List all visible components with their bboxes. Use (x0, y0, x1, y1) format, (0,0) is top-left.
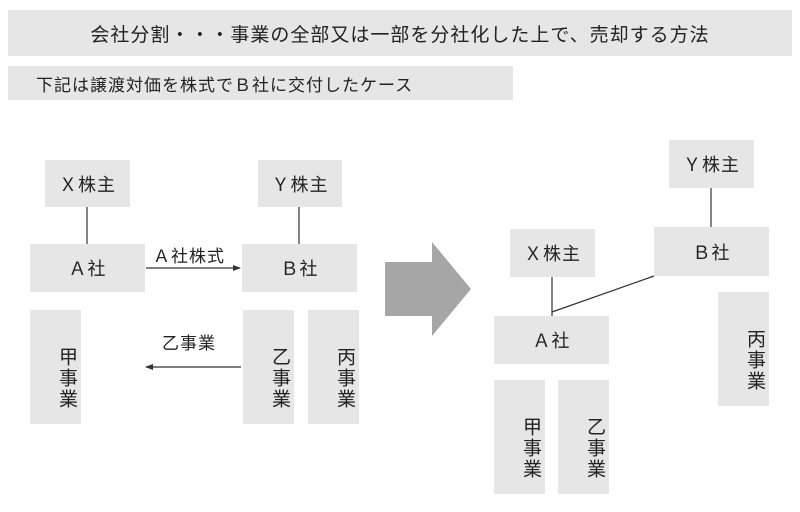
after-business-otsu: 乙事業 (558, 380, 609, 494)
line-b-to-a-after (551, 275, 655, 313)
before-x-shareholder: Ｘ株主 (45, 160, 130, 207)
business-transfer-label: 乙事業 (162, 334, 216, 354)
page-title-banner: 会社分割・・・事業の全部又は一部を分社化した上で、売却する方法 (8, 10, 792, 56)
subtitle-banner: 下記は譲渡対価を株式でＢ社に交付したケース (8, 66, 513, 100)
after-y-shareholder: Ｙ株主 (669, 140, 754, 188)
after-business-ko: 甲事業 (494, 380, 545, 494)
before-company-a: Ａ社 (30, 244, 145, 292)
page-title: 会社分割・・・事業の全部又は一部を分社化した上で、売却する方法 (90, 23, 710, 46)
page-subtitle: 下記は譲渡対価を株式でＢ社に交付したケース (36, 75, 414, 96)
after-company-b: Ｂ社 (654, 227, 769, 276)
before-y-shareholder: Ｙ株主 (258, 160, 342, 207)
share-transfer-label: Ａ社株式 (153, 247, 225, 267)
before-business-ko: 甲事業 (30, 310, 81, 424)
after-x-shareholder: Ｘ株主 (510, 229, 595, 277)
before-business-hei: 丙事業 (308, 310, 359, 424)
after-business-hei: 丙事業 (718, 292, 769, 406)
before-business-otsu: 乙事業 (243, 310, 294, 424)
before-company-b: Ｂ社 (242, 244, 357, 292)
after-company-a: Ａ社 (494, 316, 609, 364)
transition-arrow (385, 242, 471, 336)
